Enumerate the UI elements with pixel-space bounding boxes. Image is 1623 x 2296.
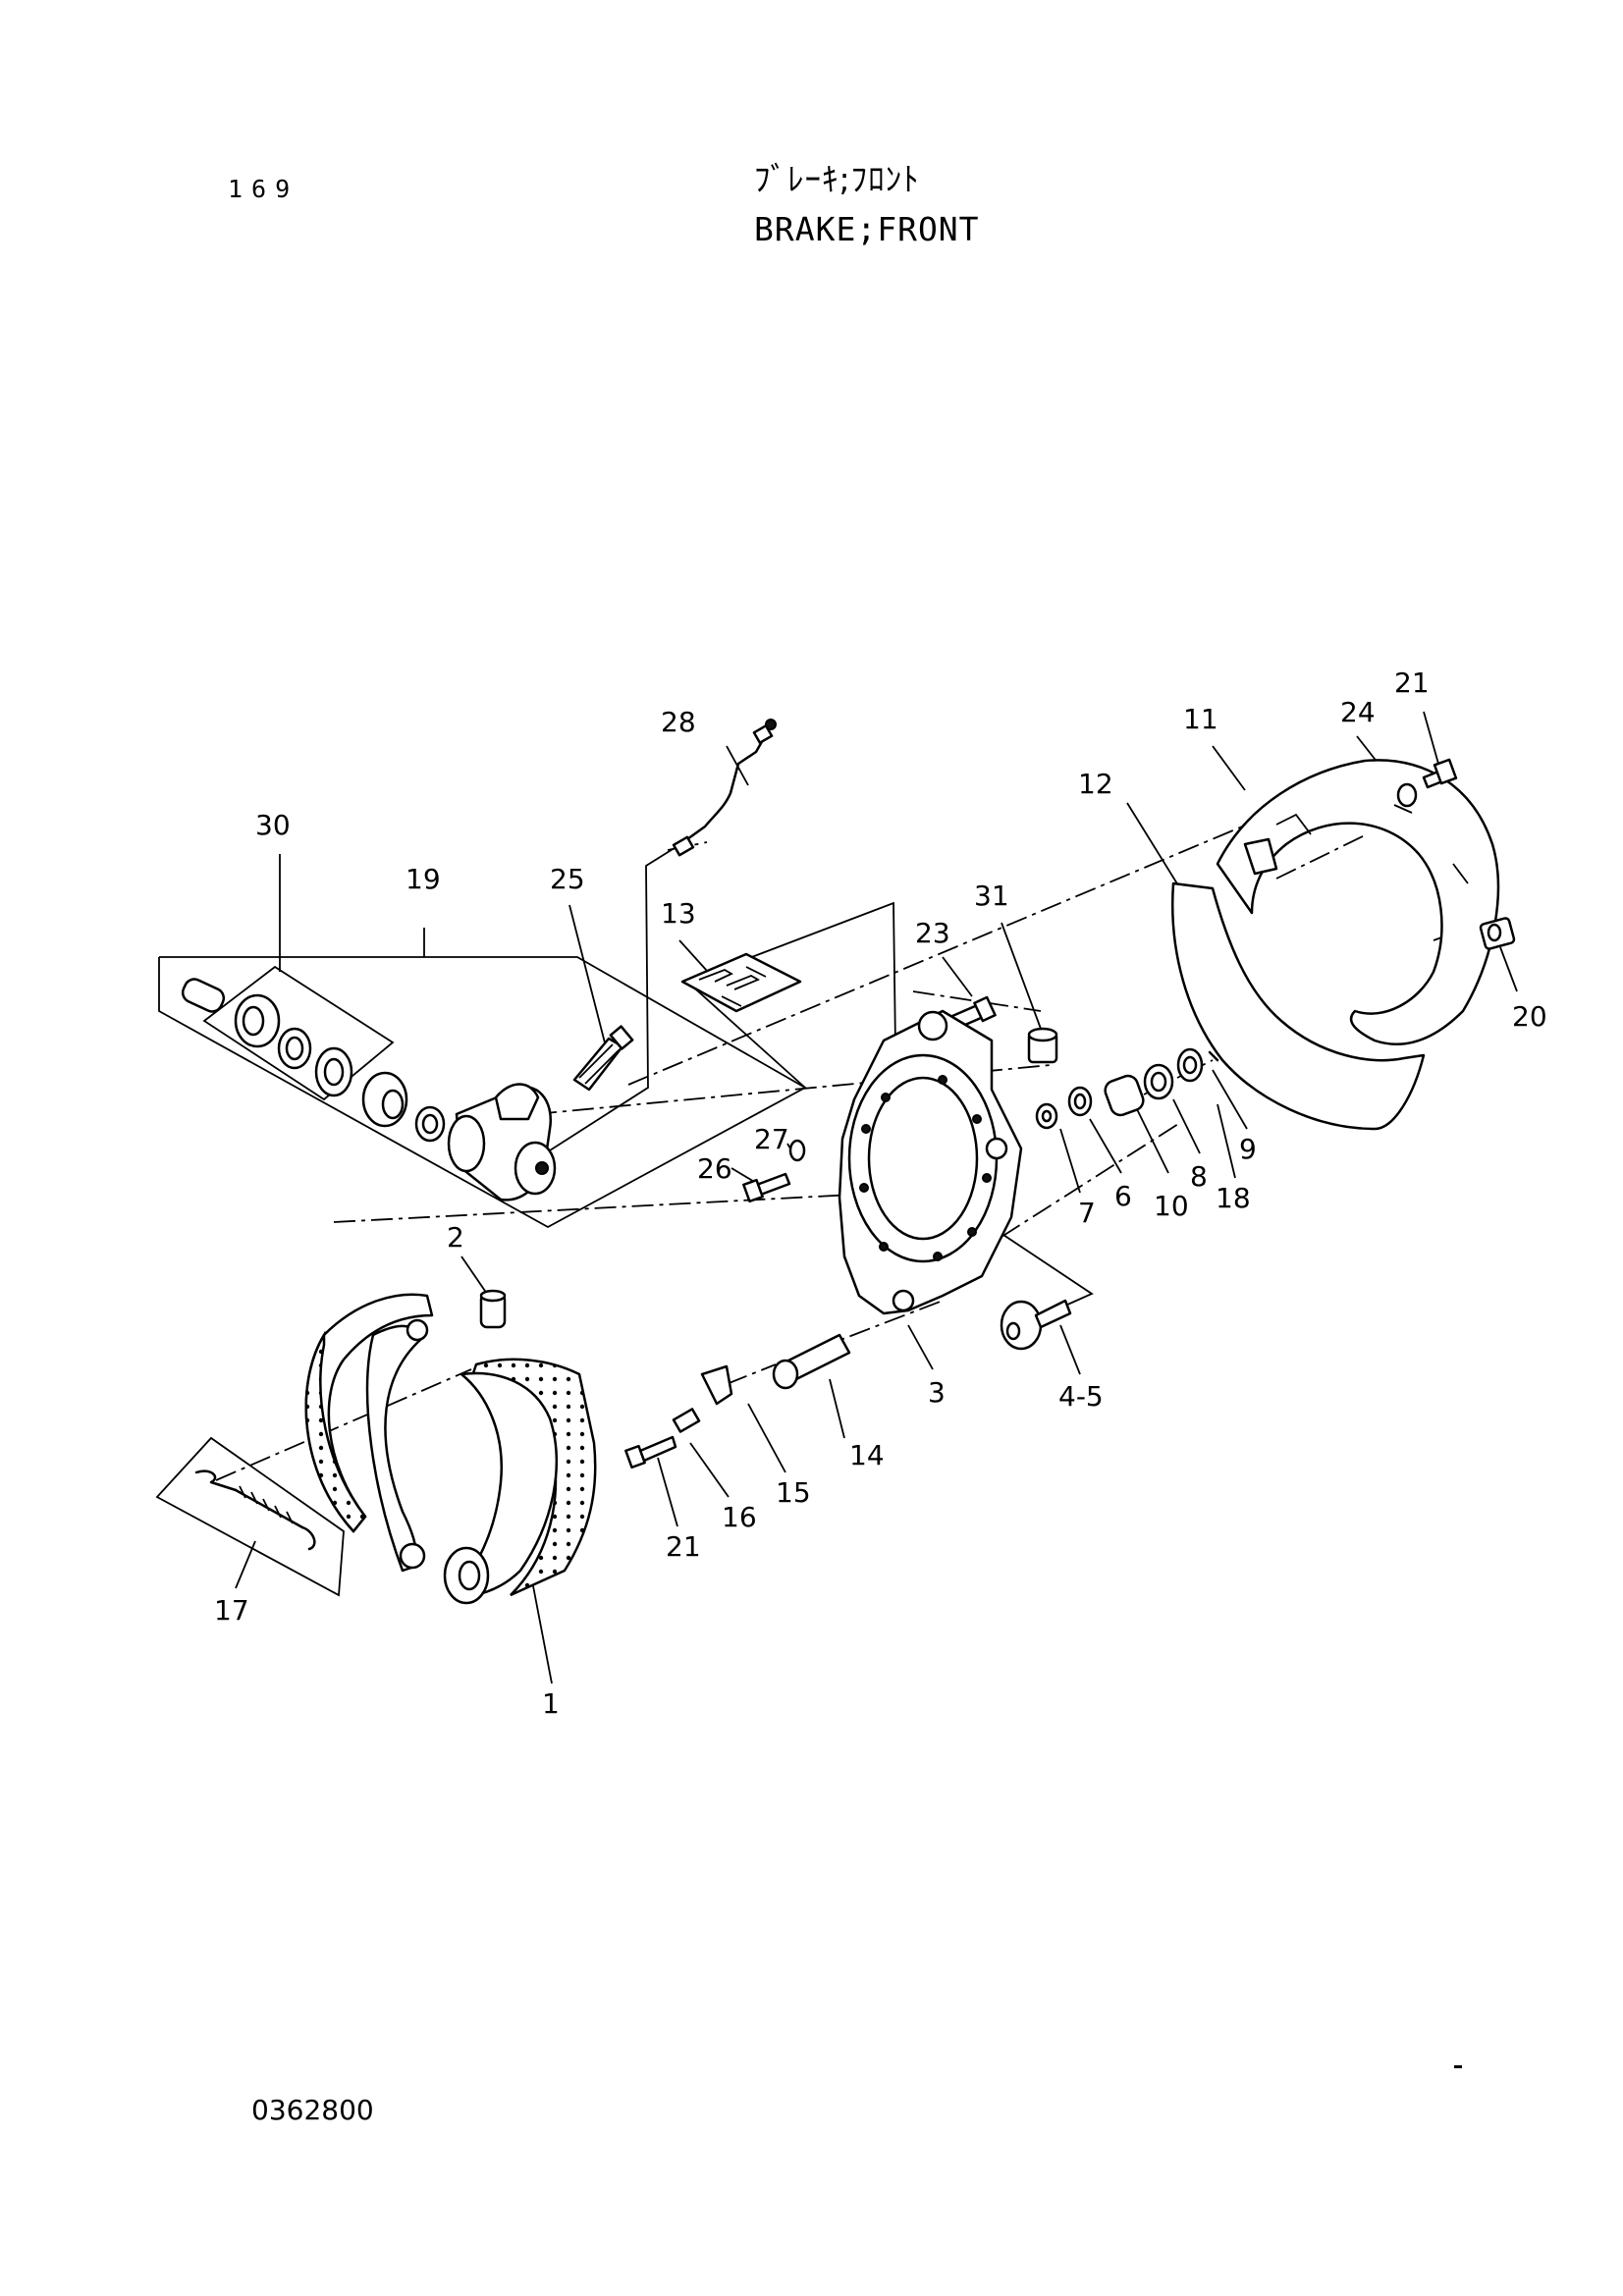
part-label: 9: [1239, 1133, 1257, 1165]
page-number: 169: [228, 175, 299, 203]
part-label: 14: [849, 1439, 885, 1471]
part-label: 1: [542, 1687, 560, 1720]
part-label: 23: [915, 917, 950, 949]
part-label: 7: [1078, 1197, 1096, 1229]
corner-mark: [1454, 2065, 1462, 2068]
part-label: 20: [1512, 1000, 1547, 1033]
document-code: 0362800: [251, 2094, 374, 2126]
part-label: 11: [1183, 703, 1218, 735]
page-title-english: BRAKE;FRONT: [754, 210, 980, 248]
part-label: 25: [550, 863, 585, 895]
part-label: 21: [666, 1530, 701, 1563]
part-labels: 28 30 19 25 13 31 23 12 11 24 21 20 27 2…: [214, 667, 1547, 1720]
part-label: 8: [1190, 1160, 1208, 1193]
part-label: 10: [1154, 1190, 1189, 1222]
part-label: 21: [1394, 667, 1430, 699]
part-label: 19: [406, 863, 441, 895]
part-label: 13: [661, 897, 696, 930]
part-label: 4-5: [1058, 1380, 1104, 1413]
part-label: 30: [255, 809, 291, 841]
part-label: 12: [1078, 768, 1113, 800]
part-shapes: [181, 719, 1516, 1605]
part-label: 6: [1114, 1180, 1132, 1212]
part-label: 3: [928, 1376, 946, 1409]
part-label: 18: [1216, 1182, 1251, 1214]
part-label: 28: [661, 706, 696, 738]
page-title-japanese: ﾌﾞﾚｰｷ;ﾌﾛﾝﾄ: [754, 160, 920, 198]
part-label: 24: [1340, 696, 1376, 728]
part-label: 17: [214, 1594, 249, 1627]
part-label: 31: [974, 880, 1009, 912]
part-label: 2: [447, 1221, 464, 1254]
part-label: 26: [697, 1152, 732, 1185]
part-label: 27: [754, 1123, 789, 1155]
assembly-lines: [155, 711, 1518, 1684]
part-label: 16: [722, 1501, 757, 1533]
part-label: 15: [776, 1476, 811, 1509]
